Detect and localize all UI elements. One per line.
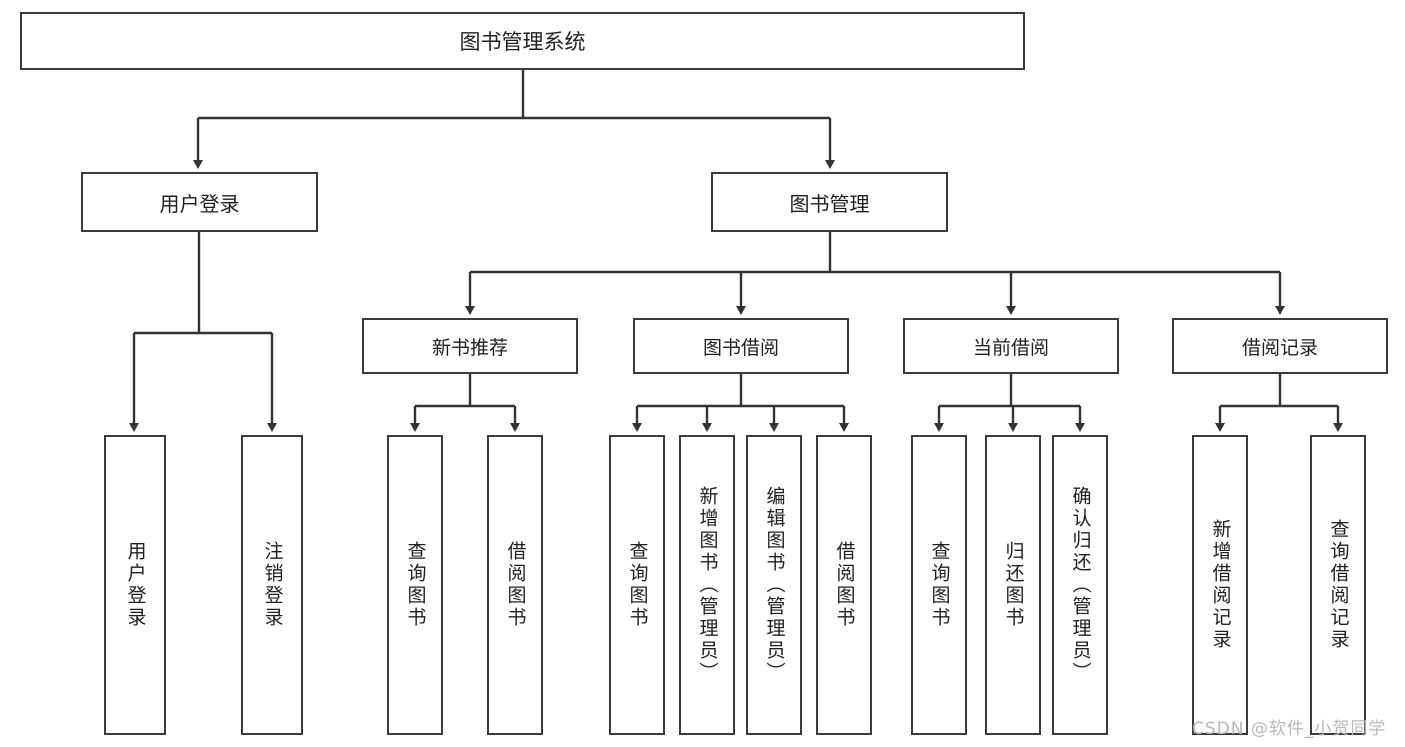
node-user-login[interactable]: 用户登录 xyxy=(81,172,318,232)
node-book-manage-label: 图书管理 xyxy=(789,191,870,216)
node-leaf-return-book-label: 归还图书 xyxy=(1002,541,1025,629)
node-leaf-edit-book-label: 编辑图书（管理员） xyxy=(763,486,786,684)
node-book-borrow-label: 图书借阅 xyxy=(702,336,779,359)
node-leaf-add-record-label: 新增借阅记录 xyxy=(1209,519,1232,651)
node-leaf-query-record-label: 查询借阅记录 xyxy=(1327,519,1350,651)
node-leaf-confirm-return-label: 确认归还（管理员） xyxy=(1069,486,1092,684)
node-leaf-user-logout-label: 注销登录 xyxy=(261,541,284,629)
csdn-watermark: CSDN @软件_小贺同学 xyxy=(1192,719,1387,739)
node-user-login-label: 用户登录 xyxy=(159,191,240,216)
node-borrow-record-label: 借阅记录 xyxy=(1241,336,1318,359)
node-leaf-query-book-3-label: 查询图书 xyxy=(928,541,951,629)
node-leaf-query-book-1[interactable]: 查询图书 xyxy=(387,435,443,735)
node-leaf-query-book-2[interactable]: 查询图书 xyxy=(609,435,665,735)
node-leaf-query-record[interactable]: 查询借阅记录 xyxy=(1310,435,1366,735)
node-leaf-query-book-2-label: 查询图书 xyxy=(626,541,649,629)
node-leaf-query-book-1-label: 查询图书 xyxy=(404,541,427,629)
node-new-book-recommend-label: 新书推荐 xyxy=(431,336,508,359)
node-book-borrow[interactable]: 图书借阅 xyxy=(633,318,849,374)
node-leaf-add-book-label: 新增图书（管理员） xyxy=(696,486,719,684)
node-leaf-borrow-book-1-label: 借阅图书 xyxy=(504,541,527,629)
node-current-borrow-label: 当前借阅 xyxy=(972,336,1049,359)
node-root-label: 图书管理系统 xyxy=(459,30,586,54)
node-leaf-user-login-label: 用户登录 xyxy=(124,541,147,629)
node-leaf-add-book[interactable]: 新增图书（管理员） xyxy=(679,435,735,735)
node-leaf-user-login[interactable]: 用户登录 xyxy=(104,435,166,735)
node-borrow-record[interactable]: 借阅记录 xyxy=(1172,318,1388,374)
node-book-manage[interactable]: 图书管理 xyxy=(711,172,948,232)
node-leaf-return-book[interactable]: 归还图书 xyxy=(985,435,1041,735)
node-root-system[interactable]: 图书管理系统 xyxy=(20,12,1025,70)
node-leaf-user-logout[interactable]: 注销登录 xyxy=(241,435,303,735)
node-leaf-add-record[interactable]: 新增借阅记录 xyxy=(1192,435,1248,735)
node-leaf-edit-book[interactable]: 编辑图书（管理员） xyxy=(746,435,802,735)
node-leaf-borrow-book-2-label: 借阅图书 xyxy=(833,541,856,629)
node-leaf-borrow-book-1[interactable]: 借阅图书 xyxy=(487,435,543,735)
node-current-borrow[interactable]: 当前借阅 xyxy=(903,318,1119,374)
node-leaf-borrow-book-2[interactable]: 借阅图书 xyxy=(816,435,872,735)
node-new-book-recommend[interactable]: 新书推荐 xyxy=(362,318,578,374)
node-leaf-confirm-return[interactable]: 确认归还（管理员） xyxy=(1052,435,1108,735)
node-leaf-query-book-3[interactable]: 查询图书 xyxy=(911,435,967,735)
